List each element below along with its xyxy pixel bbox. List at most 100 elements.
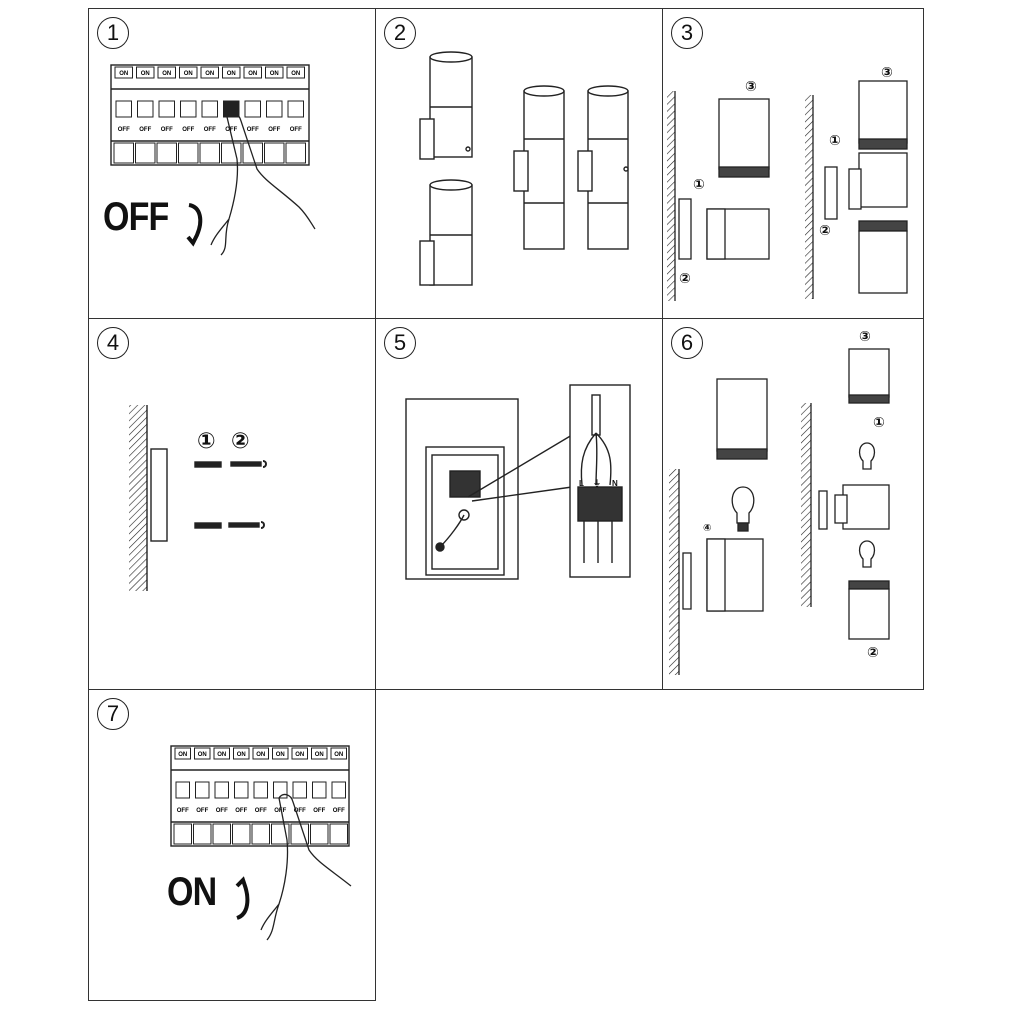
step-2-number: 2 bbox=[384, 17, 416, 49]
hand-pressing bbox=[210, 112, 316, 256]
marker-2: ② bbox=[679, 271, 691, 287]
breaker-switch: ON OFF bbox=[221, 66, 242, 164]
switch-lever bbox=[158, 100, 175, 118]
on-text: ON bbox=[198, 752, 207, 758]
step-2-panel: 2 bbox=[375, 8, 663, 319]
off-text: OFF bbox=[333, 808, 345, 814]
on-text: ON bbox=[334, 752, 343, 758]
step-5-panel: 5 L ⏚ N bbox=[375, 318, 663, 690]
mounting-plate-illustration bbox=[129, 405, 267, 591]
on-text: ON bbox=[184, 71, 193, 77]
screw-top bbox=[194, 460, 267, 468]
on-text: ON bbox=[291, 71, 300, 77]
terminal-label-earth: ⏚ bbox=[593, 479, 601, 488]
marker-3: ③ bbox=[745, 79, 757, 95]
step-6-panel: 6 ③ ① ④ ② bbox=[662, 318, 924, 690]
terminal-connector bbox=[577, 486, 623, 522]
step-1-number: 1 bbox=[97, 17, 129, 49]
switch-lever bbox=[223, 100, 240, 118]
wall-left bbox=[669, 469, 679, 675]
off-text: OFF bbox=[225, 127, 237, 133]
off-text: OFF bbox=[139, 127, 151, 133]
on-text: ON bbox=[276, 752, 285, 758]
marker-2: ② bbox=[867, 645, 879, 661]
off-text: OFF bbox=[255, 808, 267, 814]
wiring-illustration bbox=[405, 384, 631, 580]
step-4-number: 4 bbox=[97, 327, 129, 359]
off-text: OFF bbox=[268, 127, 280, 133]
switch-lever bbox=[195, 781, 210, 799]
off-text: OFF bbox=[290, 127, 302, 133]
on-text: ON bbox=[162, 71, 171, 77]
bulb-top-icon bbox=[858, 442, 876, 470]
step-5-number: 5 bbox=[384, 327, 416, 359]
off-text: OFF bbox=[118, 127, 130, 133]
switch-lever bbox=[266, 100, 283, 118]
marker-3: ③ bbox=[859, 329, 871, 345]
on-text: ON bbox=[270, 71, 279, 77]
breaker-switch: ON OFF bbox=[173, 747, 192, 845]
single-lamp-up bbox=[419, 51, 473, 160]
off-label: OFF bbox=[103, 195, 169, 239]
disassembly-illustration bbox=[667, 80, 908, 301]
step-6-number: 6 bbox=[671, 327, 703, 359]
off-text: OFF bbox=[161, 127, 173, 133]
switch-lever bbox=[214, 781, 229, 799]
wall-right bbox=[801, 403, 811, 607]
wall-right bbox=[805, 95, 813, 299]
on-text: ON bbox=[205, 71, 214, 77]
bulb-bottom-icon bbox=[858, 540, 876, 568]
breaker-switch: ON OFF bbox=[329, 747, 348, 845]
off-text: OFF bbox=[247, 127, 259, 133]
marker-2b: ② bbox=[819, 223, 831, 239]
on-text: ON bbox=[248, 71, 257, 77]
breaker-switch: ON OFF bbox=[242, 66, 263, 164]
off-text: OFF bbox=[177, 808, 189, 814]
on-text: ON bbox=[237, 752, 246, 758]
marker-1b: ① bbox=[829, 133, 841, 149]
mounting-plate bbox=[150, 448, 168, 542]
switch-lever bbox=[287, 100, 304, 118]
switch-lever bbox=[175, 781, 190, 799]
screw-bottom bbox=[194, 521, 265, 529]
on-text: ON bbox=[315, 752, 324, 758]
switch-lever bbox=[292, 781, 307, 799]
double-lamp-right bbox=[577, 85, 629, 250]
breaker-switch: ON OFF bbox=[135, 66, 156, 164]
off-text: OFF bbox=[182, 127, 194, 133]
on-text: ON bbox=[119, 71, 128, 77]
breaker-panel bbox=[110, 64, 310, 166]
wall-light-models bbox=[419, 51, 629, 286]
on-text: ON bbox=[295, 752, 304, 758]
switch-lever bbox=[253, 781, 268, 799]
on-text: ON bbox=[227, 71, 236, 77]
wall-left bbox=[667, 91, 675, 301]
on-text: ON bbox=[178, 752, 187, 758]
off-text: OFF bbox=[204, 127, 216, 133]
terminal-label-n: N bbox=[612, 479, 618, 488]
step-7-number: 7 bbox=[97, 698, 129, 730]
breaker-off-illustration: ON OFF ON OFF ON OFF ON OFF ON OFF ON OFF ON OFF ON OFF… bbox=[110, 64, 316, 256]
switch-lever bbox=[331, 781, 346, 799]
switch-lever bbox=[115, 100, 132, 118]
hand-pressing bbox=[260, 793, 352, 941]
single-lamp-down bbox=[419, 179, 473, 286]
marker-4: ④ bbox=[703, 523, 712, 534]
switch-lever bbox=[201, 100, 218, 118]
breaker-switch: ON OFF bbox=[290, 747, 309, 845]
off-text: OFF bbox=[294, 808, 306, 814]
breaker-switch: ON OFF bbox=[232, 747, 251, 845]
breaker-panel bbox=[170, 745, 350, 847]
step-3-number: 3 bbox=[671, 17, 703, 49]
step-3-panel: 3 ③ ① ② ③ ① ② bbox=[662, 8, 924, 319]
off-text: OFF bbox=[235, 808, 247, 814]
on-text: ON bbox=[141, 71, 150, 77]
breaker-switch: ON OFF bbox=[264, 66, 285, 164]
marker-3b: ③ bbox=[881, 65, 893, 81]
